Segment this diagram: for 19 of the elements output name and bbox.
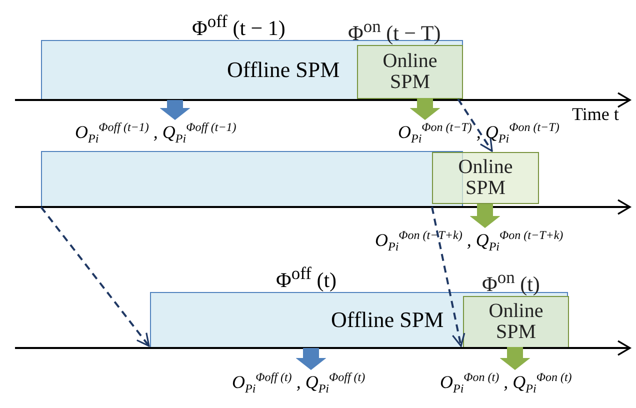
model-label: Offline SPM (227, 57, 340, 83)
dashed-arrow (457, 98, 493, 152)
period-label: Φ$^{on}$ (t) (482, 267, 540, 295)
online-model-box (432, 152, 539, 204)
dashed-arrow (431, 206, 466, 347)
period-label: Φ$^{off}$ (t − 1) (192, 11, 286, 41)
output-arrow (160, 100, 190, 120)
output-arrow (500, 347, 530, 370)
period-label: Φ$^{off}$ (t) (276, 263, 337, 293)
model-label: Offline SPM (331, 307, 444, 333)
model-label: Online SPM (382, 51, 438, 93)
output-arrow (410, 98, 440, 120)
dashed-arrow (40, 206, 150, 347)
axis-label: Time t (572, 104, 619, 125)
model-label: Online SPM (488, 301, 544, 343)
output-arrow (296, 348, 326, 370)
model-label: Online SPM (457, 157, 514, 199)
period-label: Φ$^{on}$ (t − T) (348, 16, 441, 44)
output-arrow (470, 204, 500, 228)
